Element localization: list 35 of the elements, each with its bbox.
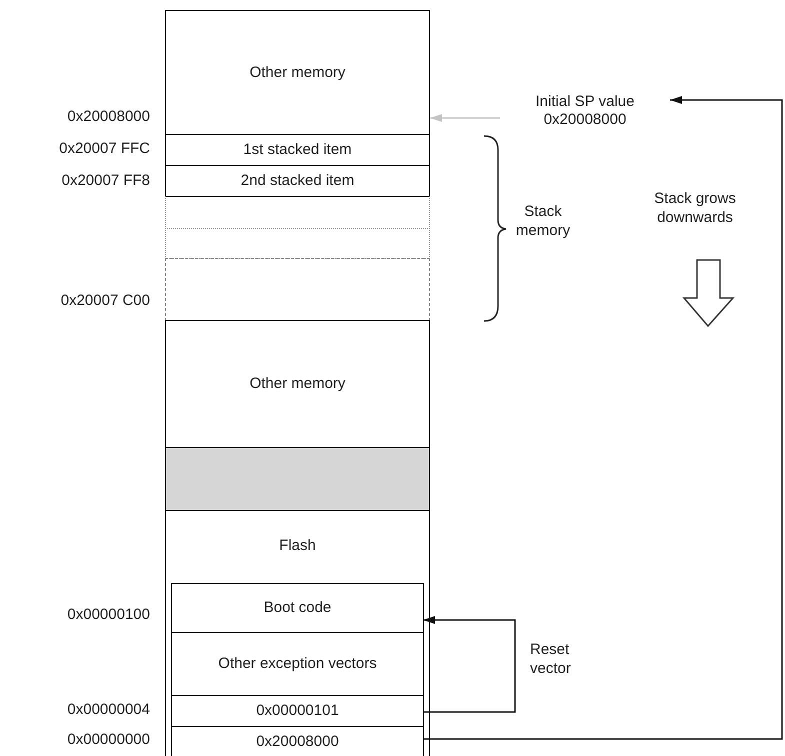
address-label: 0x00000004	[66, 701, 150, 720]
region-name: Other memory	[248, 375, 346, 393]
address-label: 0x00000100	[66, 606, 150, 625]
stack-slot	[165, 258, 430, 321]
address-label: 0x00000000	[66, 731, 150, 750]
memory-region	[165, 447, 430, 511]
stack-item	[165, 165, 430, 197]
region-name: Other memory	[248, 64, 346, 82]
address-label: 0x20007 C00	[60, 292, 150, 311]
stack-slot	[165, 228, 430, 259]
stack-slot	[165, 196, 430, 229]
region-name: 0x20008000	[255, 733, 340, 751]
region-name: Flash	[278, 537, 317, 555]
arrow	[430, 114, 500, 122]
memory-region	[165, 10, 430, 135]
annotation-line: Initial SP value	[534, 93, 636, 111]
region-name: 0x00000101	[255, 702, 340, 720]
annotation-line: 0x20008000	[542, 111, 628, 129]
region-name: Boot code	[262, 599, 332, 617]
note-text: Stack grows downwards	[653, 190, 737, 228]
arrow	[423, 96, 783, 740]
region-name: Other exception vectors	[217, 655, 378, 673]
arrow	[423, 616, 516, 713]
address-label: 0x20007 FF8	[60, 172, 150, 191]
vector-cell	[171, 726, 424, 756]
flash-region	[165, 510, 430, 756]
vector-cell	[171, 695, 424, 727]
memory-cell	[171, 632, 424, 696]
address-label: 0x20007 FFC	[58, 140, 150, 159]
region-name: 1st stacked item	[242, 141, 353, 159]
stack-item	[165, 134, 430, 166]
region-label: Stack memory	[514, 203, 572, 240]
address-label: 0x20008000	[66, 108, 150, 127]
region-name: 2nd stacked item	[240, 172, 356, 190]
memory-cell	[171, 583, 424, 633]
